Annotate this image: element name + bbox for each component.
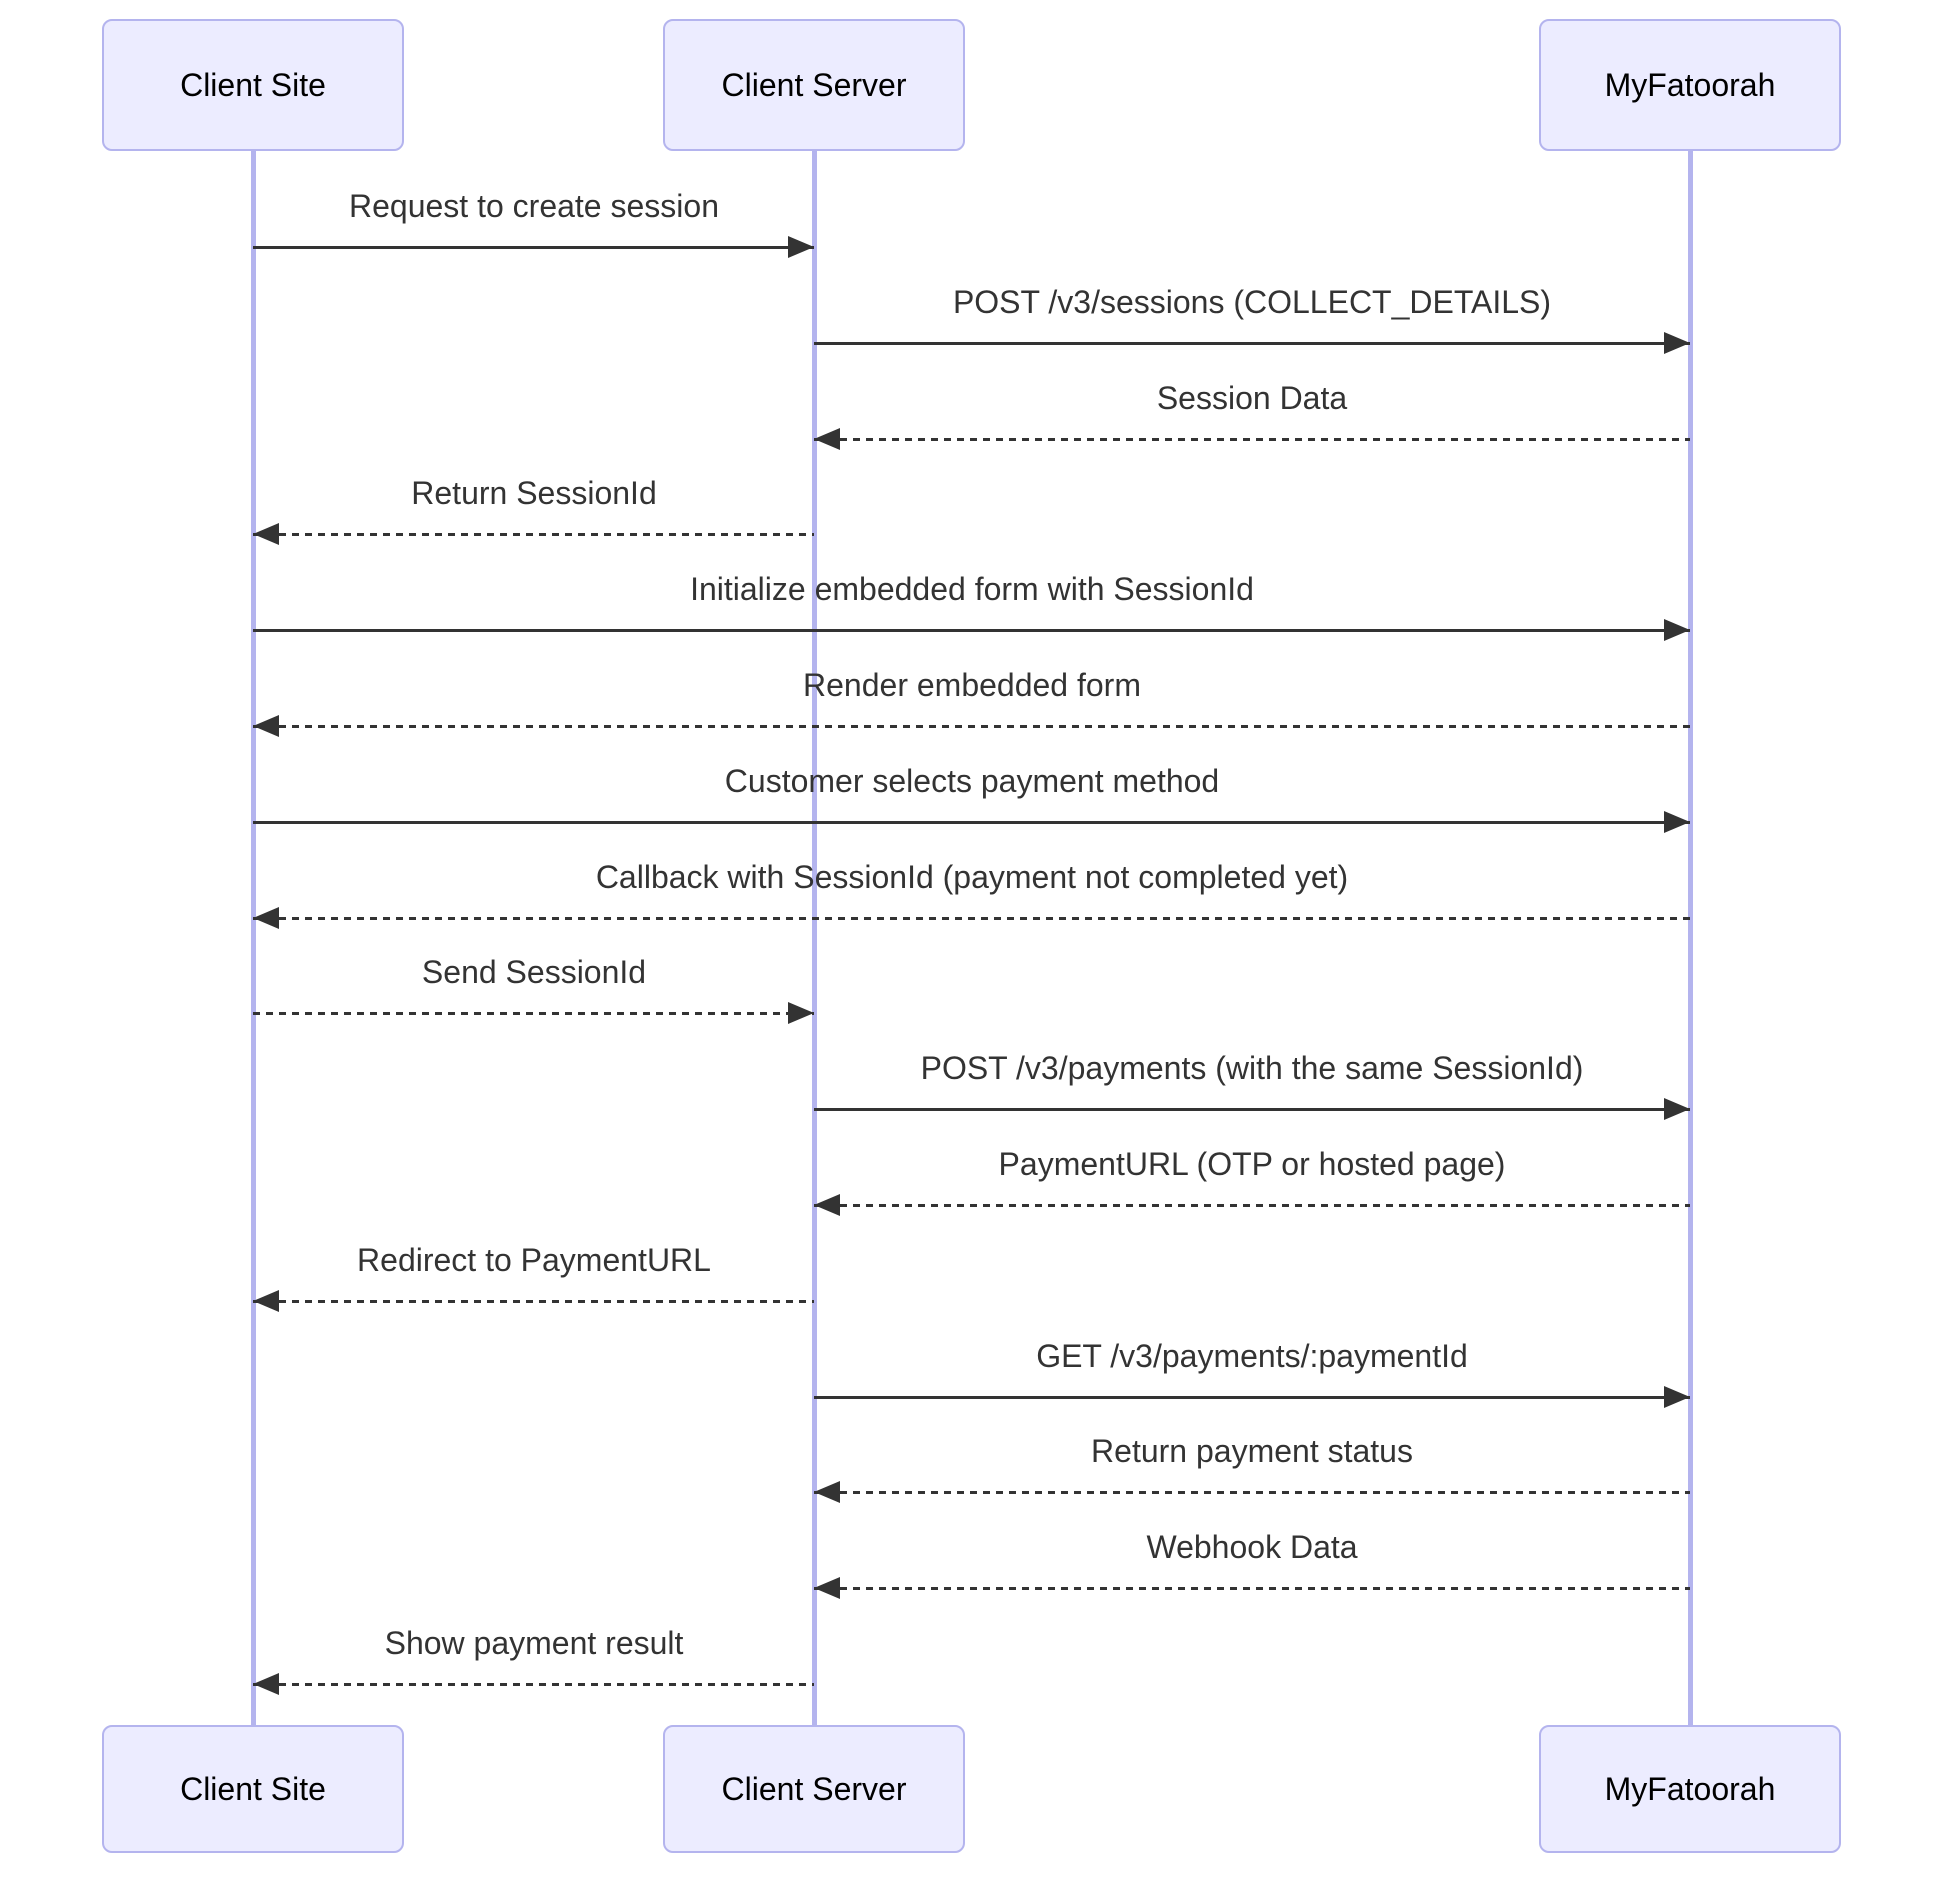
arrowhead-right-icon [1664, 619, 1690, 641]
actor-label: Client Site [180, 66, 326, 103]
message-line [814, 1396, 1690, 1399]
arrowhead-left-icon [253, 523, 279, 545]
arrowhead-left-icon [253, 1290, 279, 1312]
message-line [253, 917, 1690, 920]
arrowhead-right-icon [1664, 1098, 1690, 1120]
arrowhead-left-icon [814, 1577, 840, 1599]
message-line [253, 629, 1690, 632]
actor-myfatoorah-bottom: MyFatoorah [1539, 1725, 1841, 1853]
message-label: POST /v3/sessions (COLLECT_DETAILS) [952, 284, 1552, 320]
message-line [253, 725, 1690, 728]
message-line [253, 533, 814, 536]
message-label: Callback with SessionId (payment not com… [595, 859, 1349, 895]
message-label: Session Data [1156, 380, 1348, 416]
message-label: Request to create session [349, 188, 719, 224]
actor-client-site-top: Client Site [102, 19, 404, 151]
arrowhead-right-icon [1664, 811, 1690, 833]
arrowhead-right-icon [788, 1002, 814, 1024]
actor-label: Client Server [721, 66, 907, 103]
arrowhead-left-icon [814, 428, 840, 450]
arrowhead-left-icon [253, 1673, 279, 1695]
message-label: Send SessionId [421, 954, 647, 990]
arrowhead-right-icon [1664, 332, 1690, 354]
message-line [253, 1683, 814, 1686]
message-line [814, 1491, 1690, 1494]
message-label: Customer selects payment method [724, 763, 1220, 799]
actor-label: MyFatoorah [1604, 66, 1776, 103]
lifeline-client-server [812, 151, 817, 1725]
message-line [814, 1204, 1690, 1207]
message-label: PaymentURL (OTP or hosted page) [998, 1146, 1506, 1182]
message-line [253, 246, 814, 249]
message-line [253, 1012, 814, 1015]
arrowhead-left-icon [814, 1481, 840, 1503]
message-label: Initialize embedded form with SessionId [690, 571, 1254, 607]
message-label: GET /v3/payments/:paymentId [1036, 1338, 1468, 1374]
message-label: Return payment status [1091, 1433, 1413, 1469]
message-line [814, 1108, 1690, 1111]
message-label: Show payment result [384, 1625, 684, 1661]
actor-label: MyFatoorah [1604, 1770, 1776, 1807]
message-label: Return SessionId [411, 475, 657, 511]
message-line [814, 438, 1690, 441]
arrowhead-left-icon [253, 715, 279, 737]
message-line [814, 1587, 1690, 1590]
message-line [253, 1300, 814, 1303]
message-label: POST /v3/payments (with the same Session… [920, 1050, 1584, 1086]
arrowhead-right-icon [788, 236, 814, 258]
message-label: Render embedded form [803, 667, 1141, 703]
arrowhead-left-icon [814, 1194, 840, 1216]
arrowhead-left-icon [253, 907, 279, 929]
actor-label: Client Server [721, 1770, 907, 1807]
message-label: Webhook Data [1146, 1529, 1358, 1565]
actor-label: Client Site [180, 1770, 326, 1807]
actor-client-site-bottom: Client Site [102, 1725, 404, 1853]
lifeline-myfatoorah [1688, 151, 1693, 1725]
message-label: Redirect to PaymentURL [357, 1242, 711, 1278]
message-line [814, 342, 1690, 345]
arrowhead-right-icon [1664, 1386, 1690, 1408]
lifeline-client-site [251, 151, 256, 1725]
actor-myfatoorah-top: MyFatoorah [1539, 19, 1841, 151]
message-line [253, 821, 1690, 824]
actor-client-server-top: Client Server [663, 19, 965, 151]
actor-client-server-bottom: Client Server [663, 1725, 965, 1853]
